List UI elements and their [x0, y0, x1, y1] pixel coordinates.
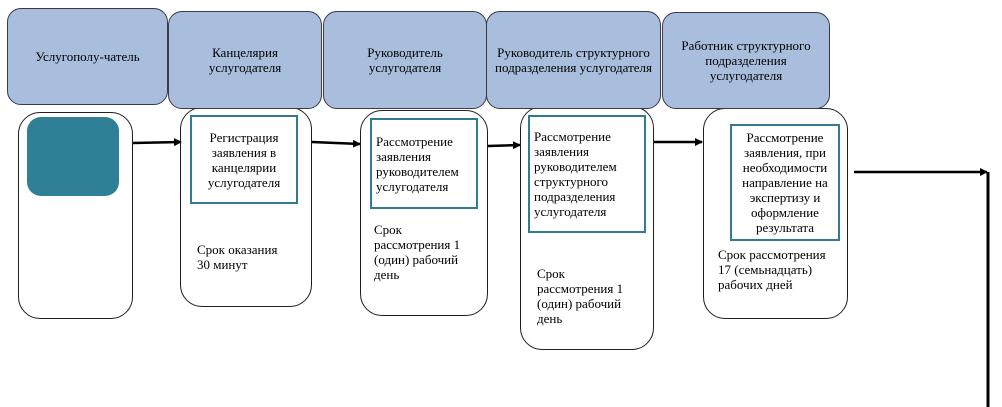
start-node: [27, 117, 119, 196]
step-division-head-review: Рассмотрение заявления руководителем стр…: [528, 115, 646, 233]
arrow-start-to-registration: [132, 138, 182, 147]
term-worker: Срок рассмотрения 17 (семьнадцать) рабоч…: [718, 247, 826, 292]
header-office-label: Канцелярия услугодателя: [208, 45, 282, 75]
arrow-registration-to-head: [311, 139, 361, 148]
term-registration: Срок оказания 30 минут: [197, 242, 278, 272]
step-registration: Регистрация заявления в канцелярии услуг…: [190, 115, 298, 204]
term-division-head: Срок рассмотрения 1 (один) рабочий день: [537, 266, 624, 326]
step-head-review-text: Рассмотрение заявления руководителем усл…: [376, 133, 459, 194]
term-head: Срок рассмотрения 1 (один) рабочий день: [374, 222, 461, 282]
arrow-head-to-division-head: [487, 141, 521, 150]
step-division-head-review-text: Рассмотрение заявления руководителем стр…: [534, 129, 617, 219]
header-division-worker: Работник структурного подразделения услу…: [662, 12, 830, 109]
step-head-review: Рассмотрение заявления руководителем усл…: [370, 118, 478, 209]
header-recipient-label: Услугополу-чатель: [35, 49, 140, 64]
header-office: Канцелярия услугодателя: [168, 11, 322, 109]
step-registration-text: Регистрация заявления в канцелярии услуг…: [207, 129, 281, 190]
header-division-head: Руководитель структурного подразделения …: [486, 11, 661, 109]
step-worker-review-text: Рассмотрение заявления, при необходимост…: [742, 130, 828, 235]
step-worker-review: Рассмотрение заявления, при необходимост…: [730, 124, 840, 241]
header-head-label: Руководитель услугодателя: [367, 45, 443, 75]
header-division-head-label: Руководитель структурного подразделения …: [494, 45, 652, 75]
header-recipient: Услугополу-чатель: [7, 8, 168, 105]
header-division-worker-label: Работник структурного подразделения услу…: [681, 38, 811, 83]
